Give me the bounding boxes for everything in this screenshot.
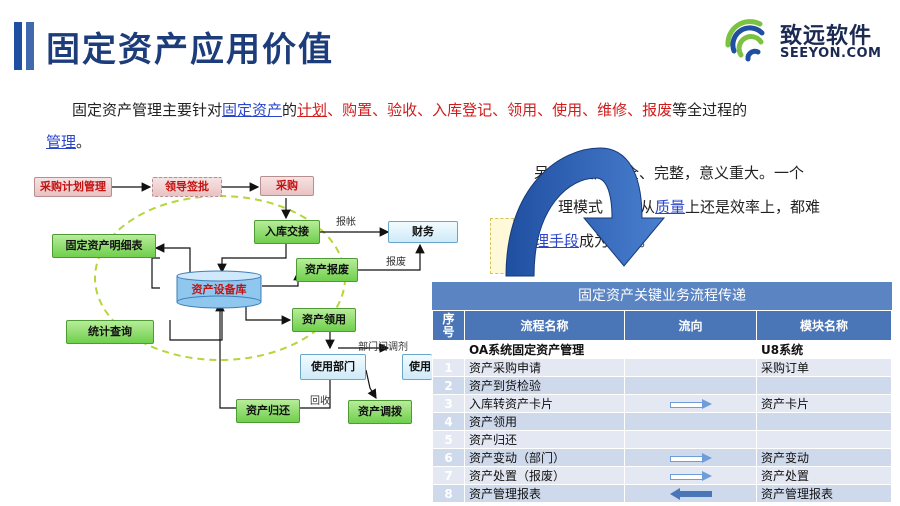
row-module: 资产卡片 — [756, 394, 892, 413]
link-manage[interactable]: 管理 — [46, 133, 77, 151]
flow-node-purchase: 采购 — [260, 176, 314, 196]
flow-node-storage: 入库交接 — [254, 220, 320, 244]
arrow-right-icon — [669, 453, 712, 463]
title-accent-bar — [14, 22, 22, 70]
row-name: 资产归还 — [464, 430, 625, 449]
intro-text-lifecycle: 、购置、验收、入库登记、领用、使用、维修、报废 — [327, 101, 673, 119]
col-header-module: 模块名称 — [756, 310, 892, 341]
row-index: 3 — [432, 394, 465, 413]
row-index: 7 — [432, 466, 465, 485]
row-direction — [624, 412, 757, 431]
flow-node-return: 资产归还 — [236, 399, 300, 423]
para2-line2: 理模式论从质量上还是效率上，都难 — [534, 190, 864, 224]
database-icon — [176, 270, 262, 309]
section-right: U8系统 — [756, 340, 892, 359]
intro-text-5: 。 — [76, 133, 92, 151]
row-index: 2 — [432, 376, 465, 395]
row-name: 资产领用 — [464, 412, 625, 431]
link-quality[interactable]: 质量 — [655, 198, 686, 216]
row-index: 6 — [432, 448, 465, 467]
flow-node-finance: 财务 — [388, 221, 458, 243]
row-direction — [624, 448, 757, 467]
label-dept-adjust: 部门间调剂 — [358, 342, 408, 353]
row-index: 1 — [432, 358, 465, 377]
arrow-right-icon — [669, 399, 712, 409]
title-accent-bar-2 — [26, 22, 34, 70]
row-name: 资产到货检验 — [464, 376, 625, 395]
flow-node-transfer: 资产调拨 — [348, 400, 412, 424]
row-direction — [624, 466, 757, 485]
row-module: 资产管理报表 — [756, 484, 892, 503]
label-account: 报帐 — [336, 217, 356, 228]
row-module — [756, 430, 892, 449]
intro-text-4: 等全过程的 — [672, 101, 748, 119]
flow-node-dept1: 使用部门 — [300, 354, 366, 380]
section-left: OA系统固定资产管理 — [464, 340, 625, 359]
row-direction — [624, 394, 757, 413]
curved-arrow-icon — [505, 147, 666, 277]
flow-node-db: 资产设备库 — [191, 283, 247, 296]
row-index: 5 — [432, 430, 465, 449]
second-paragraph: 呆企业资产安全、完整，意义重大。一个 理模式论从质量上还是效率上，都难 理手段成… — [534, 156, 864, 258]
flow-node-approve: 领导签批 — [152, 177, 222, 197]
logo-chinese-text: 致远软件 — [780, 24, 873, 49]
para2-text-c: 上还是效率上，都难 — [685, 198, 821, 216]
row-name: 资产采购申请 — [464, 358, 625, 377]
table-title: 固定资产关键业务流程传递 — [432, 282, 892, 310]
arrow-right-icon — [669, 471, 712, 481]
row-module: 采购订单 — [756, 358, 892, 377]
col-header-name: 流程名称 — [464, 310, 625, 341]
section-idx — [432, 340, 465, 359]
label-scrap: 报废 — [386, 257, 406, 268]
logo-english-text: SEEYON.COM — [780, 46, 882, 61]
row-direction — [624, 484, 757, 503]
process-table: 固定资产关键业务流程传递 序号 流程名称 流向 模块名称 OA系统固定资产管理 … — [432, 282, 892, 503]
intro-text-2: 的 — [282, 101, 298, 119]
row-index: 4 — [432, 412, 465, 431]
intro-text-1: 固定资产管理主要针对 — [72, 101, 223, 119]
flow-node-receive: 资产领用 — [292, 308, 356, 332]
col-header-idx: 序号 — [432, 310, 465, 341]
label-return: 回收 — [310, 396, 330, 407]
row-module: 资产处置 — [756, 466, 892, 485]
flow-node-stats: 统计查询 — [66, 320, 154, 344]
flow-node-detail: 固定资产明细表 — [52, 234, 156, 258]
link-plan[interactable]: 计划 — [297, 101, 328, 119]
row-name: 资产变动（部门） — [464, 448, 625, 467]
col-header-dir: 流向 — [624, 310, 757, 341]
arrow-left-icon — [669, 488, 712, 500]
row-direction — [624, 430, 757, 449]
flow-node-scrap: 资产报废 — [296, 258, 358, 282]
row-module — [756, 376, 892, 395]
intro-paragraph: 固定资产管理主要针对固定资产的计划、购置、验收、入库登记、领用、使用、维修、报废… — [46, 94, 856, 158]
link-fixed-assets[interactable]: 固定资产 — [222, 101, 283, 119]
row-name: 资产管理报表 — [464, 484, 625, 503]
link-means[interactable]: 理手段 — [534, 232, 580, 250]
flow-node-plan: 采购计划管理 — [34, 177, 112, 197]
flow-node-dept2: 使用 — [402, 354, 432, 380]
row-module — [756, 412, 892, 431]
row-name: 资产处置（报废） — [464, 466, 625, 485]
seeyon-logo-icon — [725, 19, 765, 62]
row-index: 8 — [432, 484, 465, 503]
page-title: 固定资产应用价值 — [46, 30, 334, 70]
row-name: 入库转资产卡片 — [464, 394, 625, 413]
para2-text-a: 理模式 — [558, 198, 604, 216]
row-direction — [624, 358, 757, 377]
row-module: 资产变动 — [756, 448, 892, 467]
section-mid — [624, 340, 757, 359]
row-direction — [624, 376, 757, 395]
